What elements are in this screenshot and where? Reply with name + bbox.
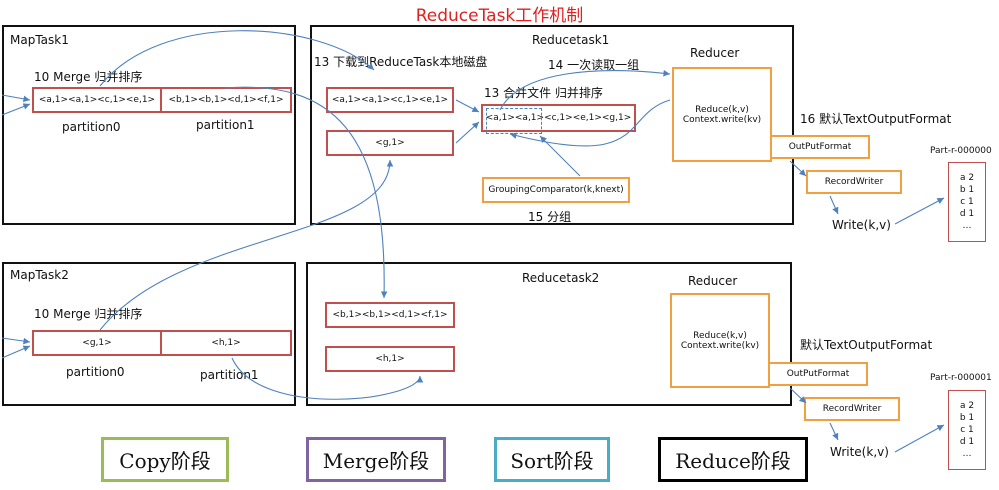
arrow-outputformat1-down bbox=[789, 160, 807, 177]
maptask2-label: MapTask2 bbox=[10, 268, 69, 282]
part1-line: a 2 bbox=[959, 173, 975, 183]
reducetask1-context-write: Context.write(kv) bbox=[682, 114, 762, 125]
reducetask1-write-label: Write(k,v) bbox=[832, 218, 891, 232]
reducetask1-reducer-box: Reduce(k,v) Context.write(kv) bbox=[672, 67, 772, 162]
arrow-mt1p0-to-rt1 bbox=[99, 30, 375, 87]
reducetask2-part-file-box: a 2 b 1 c 1 d 1 … bbox=[948, 390, 986, 470]
reducetask1-part-file-label: Part-r-000000 bbox=[930, 146, 992, 156]
arrow-mt2p0-to-rt1 bbox=[99, 159, 394, 331]
reducetask1-buffer2: <g,1> bbox=[326, 130, 454, 156]
maptask1-label: MapTask1 bbox=[10, 33, 69, 47]
reducetask1-download-label: 13 下载到ReduceTask本地磁盘 bbox=[314, 55, 488, 69]
maptask1-partition0-box: <a,1><a,1><c,1><e,1> bbox=[32, 87, 162, 113]
reducetask2-reduce-call: Reduce(k,v) bbox=[693, 330, 747, 341]
maptask2-partition1-label: partition1 bbox=[200, 368, 259, 382]
arrow-input-maptask1b bbox=[1, 103, 31, 116]
reducetask2-output-format-label: 默认TextOutputFormat bbox=[800, 338, 933, 352]
reducetask2-part-file-label: Part-r-000001 bbox=[930, 373, 992, 383]
maptask1-partition0-label: partition0 bbox=[62, 120, 121, 134]
reducetask1-label: Reducetask1 bbox=[532, 33, 610, 47]
arrow-mt2p1-to-rt2 bbox=[231, 357, 424, 400]
reducetask1-buffer1: <a,1><a,1><c,1><e,1> bbox=[326, 87, 454, 113]
reducetask2-buffer1: <b,1><b,1><d,1><f,1> bbox=[325, 302, 455, 328]
reducetask1-reduce-call: Reduce(k,v) bbox=[695, 104, 749, 115]
maptask1-partition1-label: partition1 bbox=[196, 118, 255, 132]
maptask2-box bbox=[2, 262, 296, 406]
phase-sort: Sort阶段 bbox=[494, 437, 610, 482]
part2-line: a 2 bbox=[959, 401, 975, 411]
part2-line: b 1 bbox=[959, 413, 975, 423]
reducetask1-reducer-title: Reducer bbox=[690, 46, 740, 60]
reducetask2-outputformat-box: OutPutFormat bbox=[768, 362, 868, 386]
arrow-outputformat2-down bbox=[789, 387, 807, 404]
reducetask2-box bbox=[306, 262, 792, 406]
reducetask1-merge-label: 13 合并文件 归并排序 bbox=[484, 86, 603, 100]
reducetask2-buffer2: <h,1> bbox=[325, 346, 455, 372]
reducetask1-box bbox=[310, 25, 794, 225]
maptask1-partition1-box: <b,1><b,1><d,1><f,1> bbox=[160, 87, 292, 113]
reducetask2-label: Reducetask2 bbox=[522, 271, 600, 285]
maptask2-merge-label: 10 Merge 归并排序 bbox=[34, 307, 143, 321]
reducetask1-output-format-label: 16 默认TextOutputFormat bbox=[800, 112, 952, 126]
reducetask1-outputformat-box: OutPutFormat bbox=[770, 135, 870, 159]
part1-line: d 1 bbox=[959, 209, 975, 219]
arrow-merged-to-reducer bbox=[499, 69, 671, 111]
maptask2-partition0-label: partition0 bbox=[66, 365, 125, 379]
arrow-write1-to-part bbox=[894, 197, 945, 225]
arrow-recordwriter2-down bbox=[829, 422, 839, 441]
reducetask1-group-label: 15 分组 bbox=[528, 210, 572, 224]
part2-line: … bbox=[962, 449, 972, 459]
arrow-recordwriter1-down bbox=[829, 195, 839, 215]
maptask1-merge-label: 10 Merge 归并排序 bbox=[34, 70, 143, 84]
reducetask2-context-write: Context.write(kv) bbox=[680, 340, 760, 351]
arrow-write2-to-part bbox=[894, 424, 945, 453]
maptask2-partition1-box: <h,1> bbox=[160, 330, 292, 356]
phase-copy: Copy阶段 bbox=[101, 437, 229, 482]
arrow-mt1p1-to-rt2 bbox=[224, 86, 388, 299]
part1-line: … bbox=[962, 221, 972, 231]
phase-merge: Merge阶段 bbox=[306, 437, 446, 482]
arrow-reducer-to-merged bbox=[509, 99, 671, 147]
part1-line: b 1 bbox=[959, 185, 975, 195]
phase-reduce: Reduce阶段 bbox=[658, 437, 808, 482]
part1-line: c 1 bbox=[960, 197, 974, 207]
reducetask1-read-label: 14 一次读取一组 bbox=[548, 58, 640, 72]
reducetask2-reducer-title: Reducer bbox=[688, 274, 738, 288]
reducetask2-reducer-box: Reduce(k,v) Context.write(kv) bbox=[670, 293, 770, 388]
reducetask2-recordwriter-box: RecordWriter bbox=[804, 397, 900, 421]
arrow-input-maptask2 bbox=[1, 337, 31, 345]
arrow-buffer1-to-merged bbox=[455, 99, 480, 113]
arrow-grouping-to-merged bbox=[539, 135, 581, 177]
reducetask1-recordwriter-box: RecordWriter bbox=[806, 170, 902, 194]
reducetask2-write-label: Write(k,v) bbox=[830, 445, 889, 459]
diagram-title: ReduceTask工作机制 bbox=[415, 6, 584, 26]
arrow-input-maptask2b bbox=[1, 345, 31, 359]
arrow-input-maptask1 bbox=[1, 94, 31, 103]
maptask2-partition0-box: <g,1> bbox=[32, 330, 162, 356]
part2-line: d 1 bbox=[959, 437, 975, 447]
part2-line: c 1 bbox=[960, 425, 974, 435]
reducetask1-grouping-box: GroupingComparator(k,knext) bbox=[482, 177, 630, 203]
maptask1-box bbox=[2, 25, 296, 225]
arrow-buffer2-to-merged bbox=[455, 121, 480, 144]
reducetask1-part-file-box: a 2 b 1 c 1 d 1 … bbox=[948, 162, 986, 242]
